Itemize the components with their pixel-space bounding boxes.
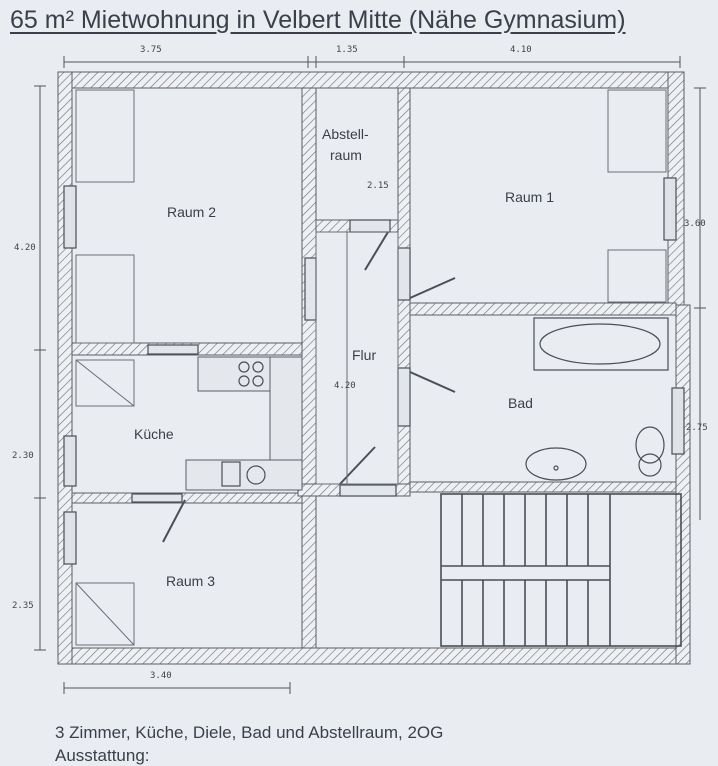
toilet-icon [635, 426, 665, 477]
dim-top-right: 4.10 [510, 45, 532, 55]
plan-caption: 3 Zimmer, Küche, Diele, Bad und Abstellr… [55, 723, 444, 742]
dim-top-mid: 1.35 [336, 45, 358, 55]
room-label-flur: Flur [352, 347, 376, 363]
room-label-raum3: Raum 3 [166, 573, 215, 589]
dim-bottom: 3.40 [150, 671, 172, 681]
room-label-abstellraum-2: raum [330, 147, 362, 163]
dim-right-upper: 3.60 [684, 219, 706, 229]
dim-left-lower: 2.35 [12, 601, 34, 611]
plan-title: 65 m² Mietwohnung in Velbert Mitte (Nähe… [10, 6, 626, 34]
windows [63, 177, 685, 565]
dim-flur: 4.20 [334, 381, 356, 391]
door-swings [162, 231, 456, 543]
dimension-lines [34, 56, 706, 694]
dim-right-lower: 2.75 [686, 423, 708, 433]
sink-icon [221, 461, 266, 487]
dim-top-left: 3.75 [140, 45, 162, 55]
interior-walls [71, 87, 677, 649]
room-label-raum2: Raum 2 [167, 204, 216, 220]
exterior-walls [57, 71, 691, 665]
washbasin-icon [525, 447, 587, 481]
dim-left-mid: 2.30 [12, 451, 34, 461]
room-label-kueche: Küche [134, 426, 174, 442]
fixture-lines [75, 89, 667, 646]
plan-caption-cut: Ausstattung: [55, 746, 150, 765]
room-label-bad: Bad [508, 395, 533, 411]
stove-icon [238, 361, 264, 387]
bathtub-icon [533, 317, 669, 371]
stairwell [440, 493, 682, 647]
room-label-raum1: Raum 1 [505, 189, 554, 205]
dim-abstell: 2.15 [367, 181, 389, 191]
dim-left-upper: 4.20 [14, 243, 36, 253]
kitchen-counter [185, 356, 303, 491]
room-label-abstellraum-1: Abstell- [322, 126, 369, 142]
